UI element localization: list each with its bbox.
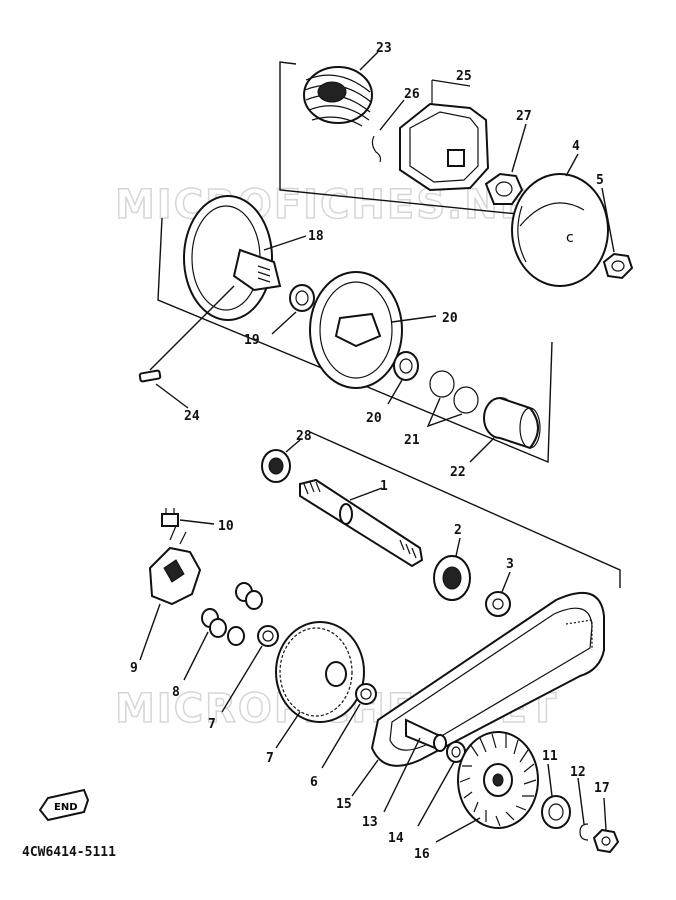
watermark-top: MICROFICHES.NET [115,182,558,228]
end-nut-part [592,828,620,854]
flange-nut-part [602,252,634,280]
callout-20-lower: 20 [366,411,382,426]
callout-1: 1 [380,479,388,494]
callout-27: 27 [516,109,532,124]
callout-10: 10 [218,519,234,534]
cam-part [399,79,490,192]
bearing-part-lower [433,555,471,601]
callout-11: 11 [542,749,558,764]
group-bracket-upper [279,61,597,223]
clutch-housing-part: c [511,173,609,287]
movable-sheave-part [275,621,365,723]
bearing-part-upper [261,449,291,483]
oil-seal-part [541,795,571,829]
spring-part [303,66,373,127]
primary-sheave-part [183,195,282,321]
callout-7-lower: 6 [310,775,318,790]
secondary-washer-part [446,741,466,763]
callout-20-upper: 19 [244,333,260,348]
dowel-pin-part [138,369,162,383]
end-badge-label: END [54,802,78,813]
o-ring-pair-part [429,370,479,414]
cam-plate-part [148,525,202,606]
spacer-ring-lower [355,683,377,705]
callout-18: 18 [308,229,324,244]
spacer-ring-upper [257,625,279,647]
slider-piece-part [161,508,179,527]
callout-8: 8 [172,685,180,700]
callout-2: 2 [454,523,462,538]
group-bracket-shaft [309,431,621,588]
v-belt-part [370,591,605,767]
callout-16: 16 [414,847,430,862]
callout-17: 17 [594,781,610,796]
callout-24: 22 [450,465,466,480]
callout-19: 20 [442,311,458,326]
thrust-washer-part [485,591,511,617]
callout-14: 14 [388,831,404,846]
callout-5: 5 [596,173,604,188]
callout-25: 25 [456,69,472,84]
primary-shaft-part [299,478,424,568]
callout-15: 15 [336,797,352,812]
circlip-part [579,823,589,841]
secondary-sheave-part [309,271,403,389]
callout-23: 23 [376,41,392,56]
washer-part-lower [393,351,419,381]
svg-text:c: c [566,230,574,246]
secondary-collar-part [405,718,447,752]
callout-6: 7 [266,751,274,766]
callout-7-upper: 7 [208,717,216,732]
cooling-fan-part [457,731,539,829]
callout-21: 21 [404,433,420,448]
callout-28: 28 [296,429,312,444]
drawing-code: 4CW6414-5111 [22,845,116,860]
callout-9: 9 [130,661,138,676]
callout-12: 12 [570,765,586,780]
callout-4: 4 [572,139,580,154]
callout-3: 3 [506,557,514,572]
callout-26: 26 [404,87,420,102]
roller-weights-part [201,582,263,646]
pin-part [371,135,382,163]
callout-13: 13 [362,815,378,830]
end-badge: END [38,788,90,822]
washer-part-upper [289,284,315,312]
callout-22: 24 [184,409,200,424]
collar-part [483,397,541,450]
nut-part [484,172,524,205]
